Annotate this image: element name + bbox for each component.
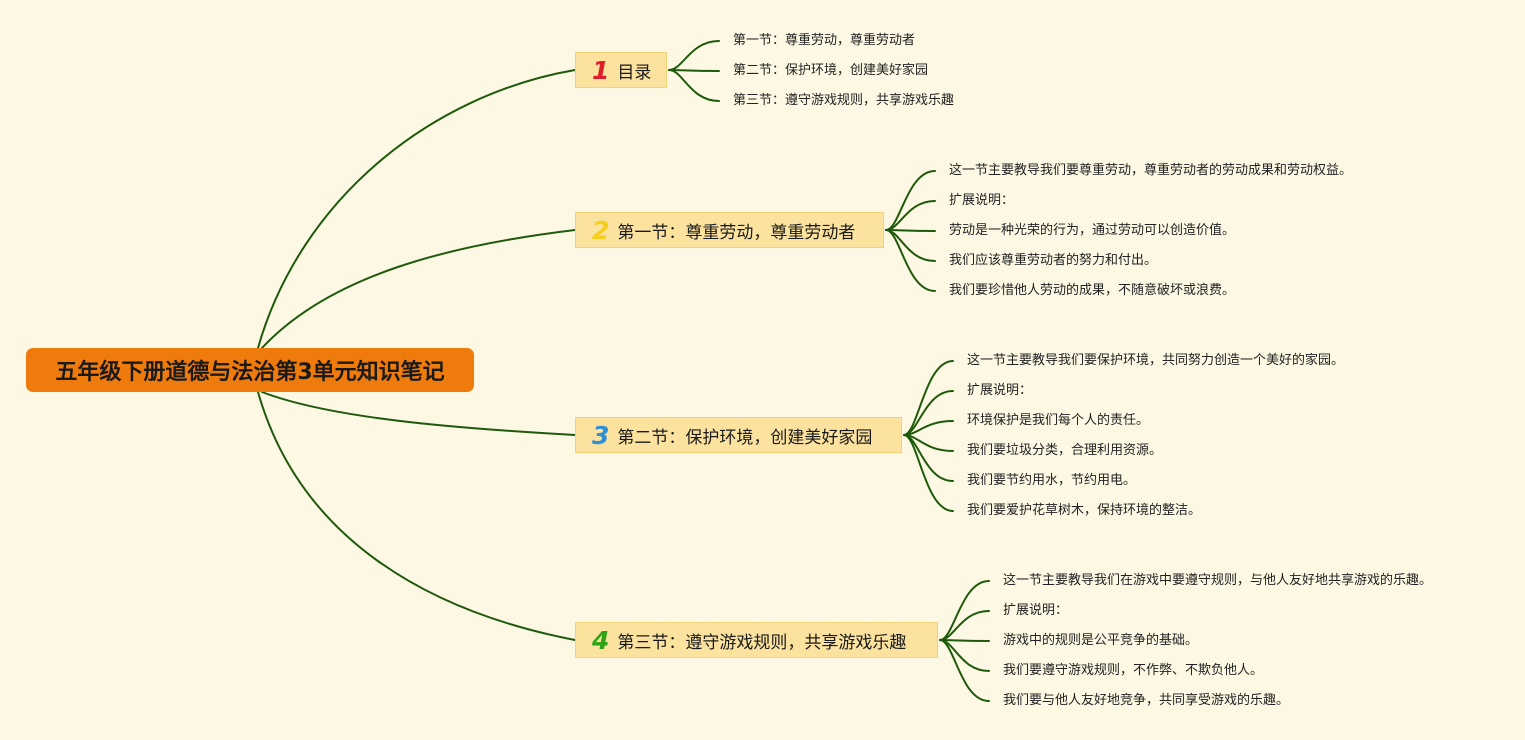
note-item[interactable]: 我们要与他人友好地竞争，共同享受游戏的乐趣。 <box>1003 693 1290 708</box>
note-item[interactable]: 我们应该尊重劳动者的努力和付出。 <box>949 253 1158 268</box>
number-4-icon: 4 <box>592 625 610 655</box>
branch-section-2[interactable]: 3 第二节：保护环境，创建美好家园 <box>575 417 902 453</box>
number-2-icon: 2 <box>592 215 610 245</box>
root-link-1 <box>257 69 576 349</box>
branch-label: 目录 <box>617 62 652 83</box>
branch-label: 第一节：尊重劳动，尊重劳动者 <box>617 222 856 243</box>
toc-item[interactable]: 第二节：保护环境，创建美好家园 <box>733 63 929 78</box>
root-link-4 <box>257 391 576 641</box>
leaf-link-2-1 <box>885 170 936 231</box>
note-item[interactable]: 我们要节约用水，节约用电。 <box>967 473 1137 488</box>
note-item[interactable]: 扩展说明： <box>949 193 1015 208</box>
note-item[interactable]: 我们要遵守游戏规则，不作弊、不欺负他人。 <box>1003 663 1264 678</box>
note-item[interactable]: 扩展说明： <box>1003 603 1069 618</box>
leaf-link-2-3 <box>885 229 936 232</box>
number-3-icon: 3 <box>592 420 610 450</box>
leaf-link-3-6 <box>903 434 954 512</box>
branch-label: 第二节：保护环境，创建美好家园 <box>617 427 873 448</box>
note-item[interactable]: 环境保护是我们每个人的责任。 <box>967 413 1150 428</box>
note-item[interactable]: 我们要爱护花草树木，保持环境的整洁。 <box>967 503 1202 518</box>
note-item[interactable]: 游戏中的规则是公平竞争的基础。 <box>1003 633 1199 648</box>
toc-item[interactable]: 第三节：遵守游戏规则，共享游戏乐趣 <box>733 93 955 108</box>
root-link-3 <box>261 391 576 436</box>
root-link-2 <box>261 229 576 349</box>
leaf-link-1-1 <box>668 40 720 71</box>
leaf-link-3-1 <box>903 360 954 436</box>
leaf-link-4-3 <box>939 639 990 642</box>
note-item[interactable]: 这一节主要教导我们要尊重劳动，尊重劳动者的劳动成果和劳动权益。 <box>949 163 1353 178</box>
note-item[interactable]: 这一节主要教导我们在游戏中要遵守规则，与他人友好地共享游戏的乐趣。 <box>1003 573 1433 588</box>
note-item[interactable]: 扩展说明： <box>967 383 1033 398</box>
leaf-link-1-3 <box>668 69 720 102</box>
root-title: 五年级下册道德与法治第3单元知识笔记 <box>55 360 445 385</box>
leaf-link-4-5 <box>939 639 990 702</box>
toc-item[interactable]: 第一节：尊重劳动，尊重劳动者 <box>733 33 916 48</box>
number-1-icon: 1 <box>592 55 610 85</box>
note-item[interactable]: 我们要垃圾分类，合理利用资源。 <box>967 443 1163 458</box>
branch-label: 第三节：遵守游戏规则，共享游戏乐趣 <box>617 632 907 653</box>
note-item[interactable]: 这一节主要教导我们要保护环境，共同努力创造一个美好的家园。 <box>967 353 1345 368</box>
branch-toc[interactable]: 1 目录 <box>575 52 667 88</box>
branch-section-3[interactable]: 4 第三节：遵守游戏规则，共享游戏乐趣 <box>575 622 938 658</box>
root-topic[interactable]: 五年级下册道德与法治第3单元知识笔记 <box>26 348 474 392</box>
note-item[interactable]: 我们要珍惜他人劳动的成果，不随意破坏或浪费。 <box>949 283 1236 298</box>
branch-section-1[interactable]: 2 第一节：尊重劳动，尊重劳动者 <box>575 212 884 248</box>
leaf-link-2-5 <box>885 229 936 292</box>
leaf-link-4-1 <box>939 580 990 641</box>
note-item[interactable]: 劳动是一种光荣的行为，通过劳动可以创造价值。 <box>949 223 1236 238</box>
leaf-link-1-2 <box>668 69 720 72</box>
